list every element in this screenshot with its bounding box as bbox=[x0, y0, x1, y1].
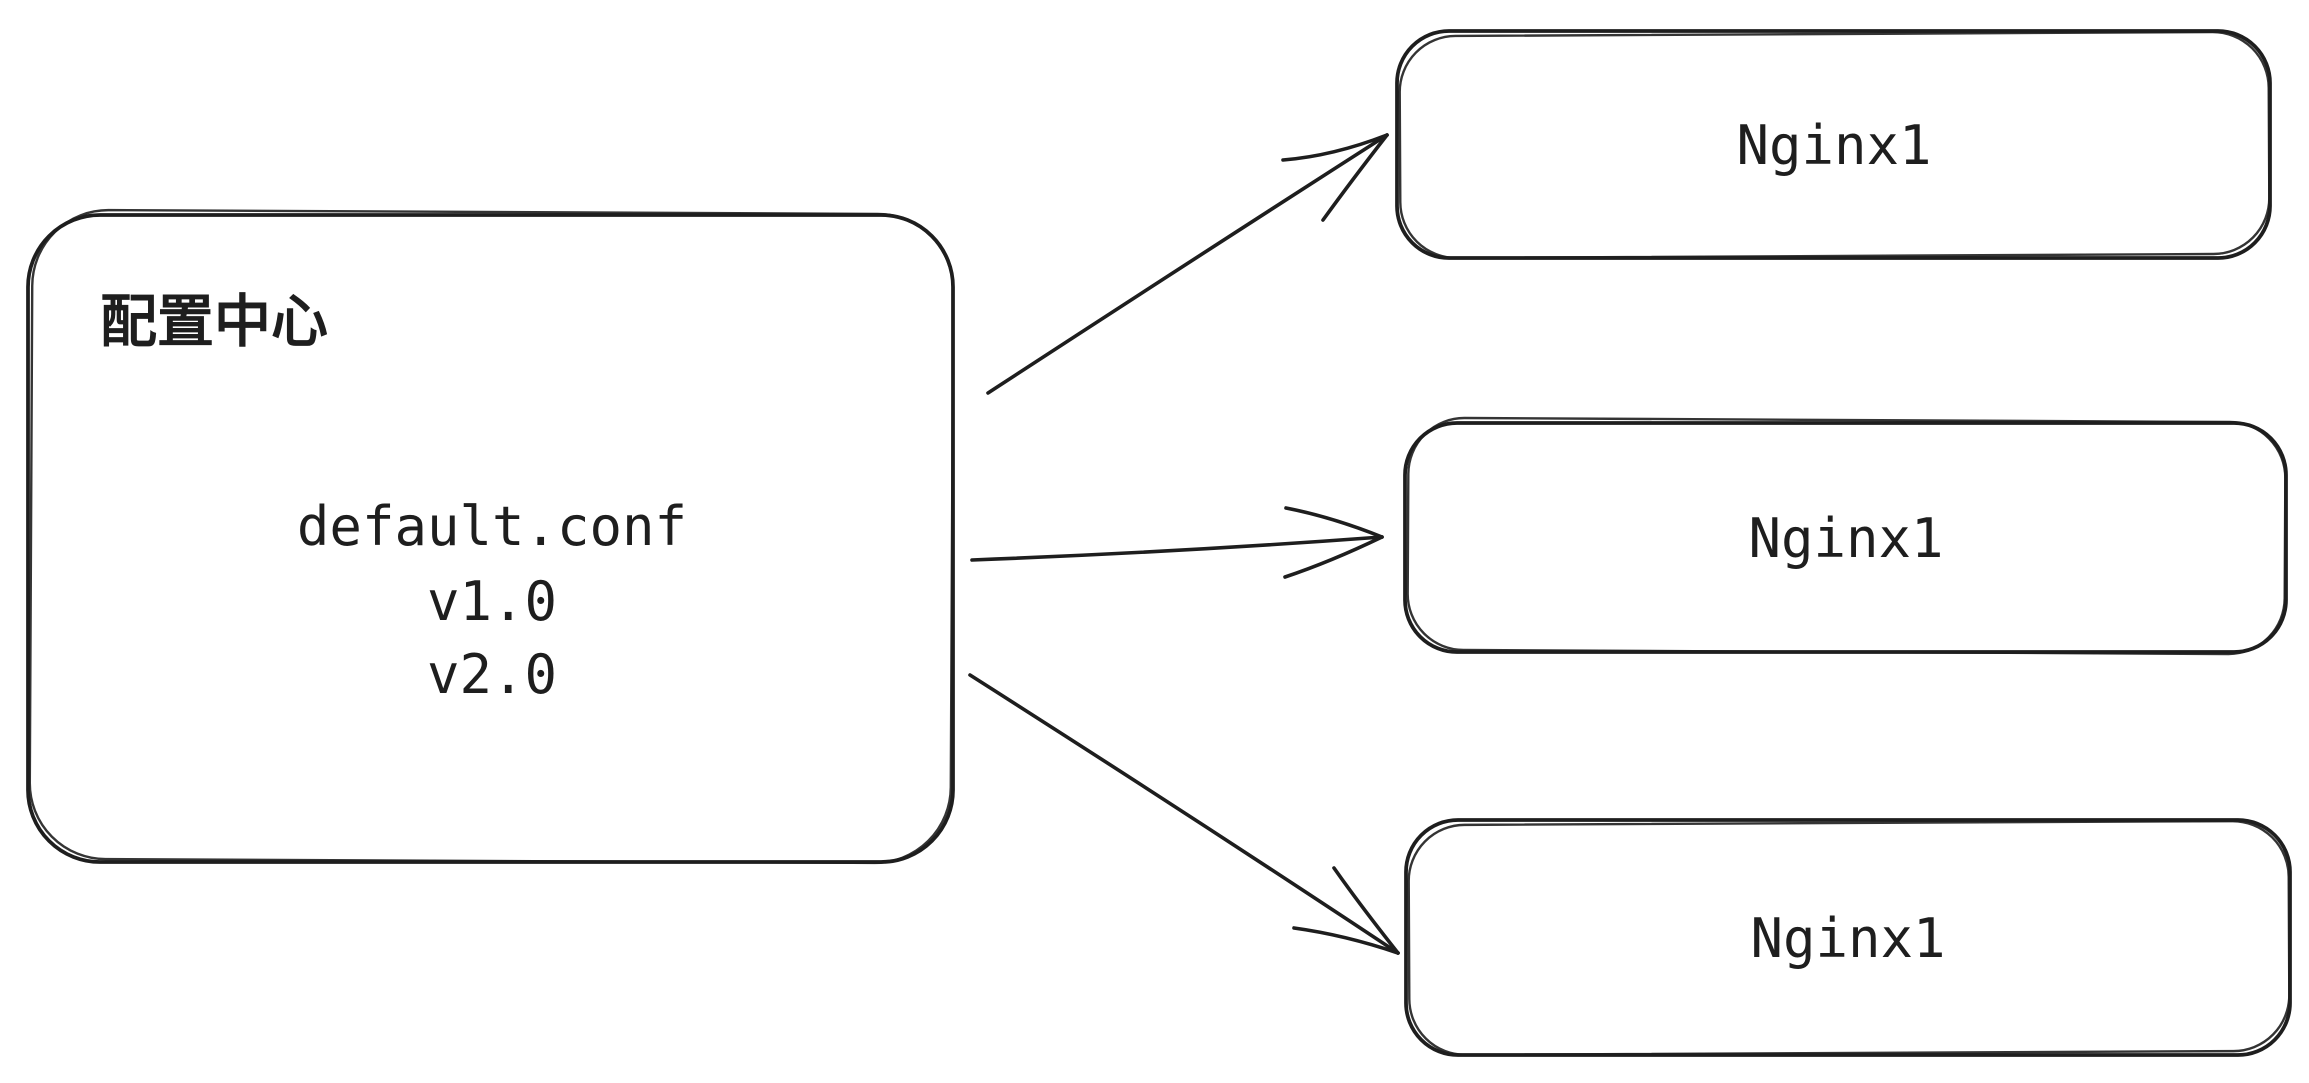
node-nginx-top: Nginx1 bbox=[1395, 29, 2272, 260]
arrow-bottom-head-lower bbox=[1292, 926, 1400, 955]
config-center-title: 配置中心 bbox=[100, 289, 328, 355]
arrow-bottom-shaft bbox=[968, 673, 1400, 955]
arrow-top-head-lower bbox=[1321, 133, 1389, 222]
arrow-middle-shaft bbox=[970, 535, 1384, 562]
nginx-top-box-outline-echo bbox=[1398, 30, 2271, 260]
arrow-config-to-nginx-middle bbox=[970, 506, 1384, 579]
nginx-top-label: Nginx1 bbox=[1736, 114, 1931, 177]
node-nginx-bottom: Nginx1 bbox=[1404, 818, 2292, 1057]
config-version-1-line: v1.0 bbox=[427, 570, 557, 633]
config-center-box-outline-echo bbox=[28, 208, 955, 865]
node-nginx-middle: Nginx1 bbox=[1403, 416, 2288, 656]
arrow-bottom-head-upper bbox=[1332, 866, 1400, 955]
node-config-center: 配置中心 default.conf v1.0 v2.0 bbox=[26, 208, 955, 865]
arrow-top-head-upper bbox=[1281, 133, 1389, 162]
arrow-middle-head-lower bbox=[1283, 535, 1384, 579]
arrow-config-to-nginx-bottom bbox=[968, 673, 1400, 955]
nginx-bottom-box-outline-echo bbox=[1407, 819, 2291, 1057]
nginx-middle-label: Nginx1 bbox=[1748, 507, 1943, 570]
arrow-config-to-nginx-top bbox=[986, 133, 1389, 395]
arrow-top-shaft bbox=[986, 133, 1389, 395]
nginx-middle-box-outline-echo bbox=[1406, 416, 2287, 656]
config-version-2-line: v2.0 bbox=[427, 643, 557, 706]
arrow-middle-head-upper bbox=[1284, 506, 1384, 539]
nginx-bottom-label: Nginx1 bbox=[1750, 907, 1945, 970]
config-file-line: default.conf bbox=[297, 495, 687, 558]
